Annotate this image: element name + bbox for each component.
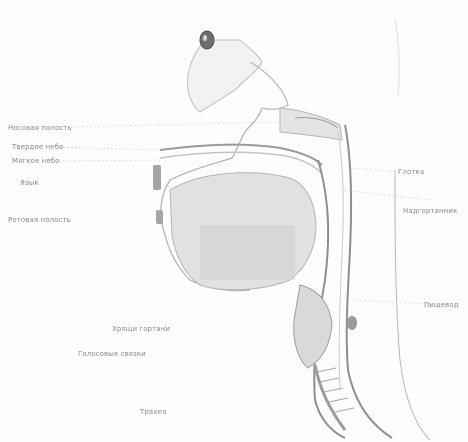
larynx-node (347, 316, 357, 330)
label-nasal-cavity: Носовая полость (8, 124, 72, 132)
label-pharynx: Глотка (398, 168, 424, 176)
label-epiglottis: Надгортанник (403, 207, 457, 215)
label-trachea: Трахея (140, 408, 166, 416)
teeth-upper (153, 165, 161, 190)
label-oral-cavity: Ротовая полость (8, 216, 71, 224)
label-hard-palate: Твердое небо (12, 143, 64, 151)
head-outline (188, 40, 263, 112)
soft-palate (160, 152, 320, 172)
eye-shape (200, 31, 214, 49)
label-tongue: Язык (20, 179, 39, 187)
label-larynx-cartilage: Хрящи гортани (112, 325, 170, 333)
larynx-shape (294, 285, 332, 368)
teeth-lower (156, 210, 163, 224)
label-soft-palate: Мягкое небо (12, 157, 60, 165)
trachea-outline (315, 365, 345, 430)
tongue-shading (200, 225, 295, 280)
label-vocal-cords: Голосовые связки (78, 350, 146, 358)
label-esophagus: Пищевод (424, 301, 459, 309)
pharynx-wall-back (345, 125, 392, 438)
